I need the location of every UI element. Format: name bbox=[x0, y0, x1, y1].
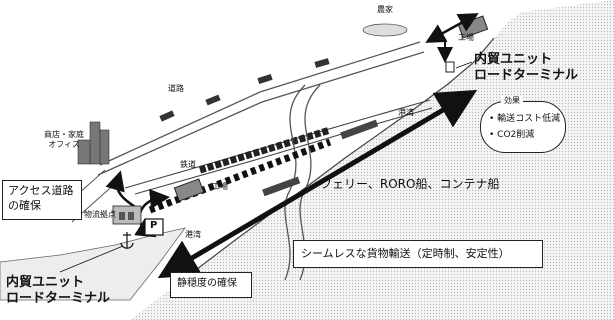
port-bottom-label: 港湾 bbox=[185, 230, 201, 239]
ship-marks bbox=[262, 119, 379, 197]
parking-mark bbox=[144, 218, 164, 236]
seamless-label: シームレスな貨物輸送（定時制、安定性） bbox=[301, 247, 510, 260]
access-road-label: アクセス道路 の確保 bbox=[8, 184, 74, 212]
effects-title: 効果 bbox=[501, 96, 523, 106]
anchor-icon bbox=[120, 232, 134, 249]
terminal-top-leader bbox=[455, 61, 473, 69]
ferry-label: フェリー、RORO船、コンテナ船 bbox=[320, 177, 500, 191]
logistics-hub-illustration bbox=[112, 205, 142, 225]
seamless-arrow bbox=[157, 89, 478, 279]
road-label: 道路 bbox=[168, 84, 184, 93]
logistics-label: 物流拠点 bbox=[84, 210, 116, 219]
factory-mid-label: 工場 bbox=[212, 182, 228, 191]
truck-marks bbox=[159, 58, 330, 122]
terminal-top-label: 内貿ユニット ロードターミナル bbox=[474, 52, 579, 84]
factory-top-label: 工場 bbox=[458, 33, 474, 42]
port-top-label: 港湾 bbox=[398, 108, 414, 117]
city-buildings bbox=[77, 121, 110, 165]
commerce-label: 商店・家庭 オフィス bbox=[44, 130, 84, 149]
farm-label: 農家 bbox=[377, 5, 393, 14]
effects-item-2: • CO2削減 bbox=[489, 130, 535, 140]
farm-illustration bbox=[362, 23, 408, 37]
calm-label: 静穏度の確保 bbox=[177, 278, 237, 289]
seamless-box: シームレスな貨物輸送（定時制、安定性） bbox=[293, 240, 543, 268]
factory-mid-illustration bbox=[173, 178, 205, 202]
parking-label: P bbox=[150, 220, 158, 231]
effects-box: 効果 • 輸送コスト低減 • CO2削減 bbox=[480, 96, 566, 153]
terminal-bottom-label: 内貿ユニット ロードターミナル bbox=[6, 275, 111, 307]
access-road-box: アクセス道路 の確保 bbox=[2, 180, 82, 220]
effects-item-1: • 輸送コスト低減 bbox=[489, 114, 561, 124]
terminal-bottom-leader bbox=[59, 245, 124, 273]
calm-box: 静穏度の確保 bbox=[170, 272, 252, 298]
railway-label: 鉄道 bbox=[180, 160, 196, 169]
factory-top-arrows bbox=[425, 13, 479, 43]
terminal-top-mark bbox=[445, 61, 455, 73]
